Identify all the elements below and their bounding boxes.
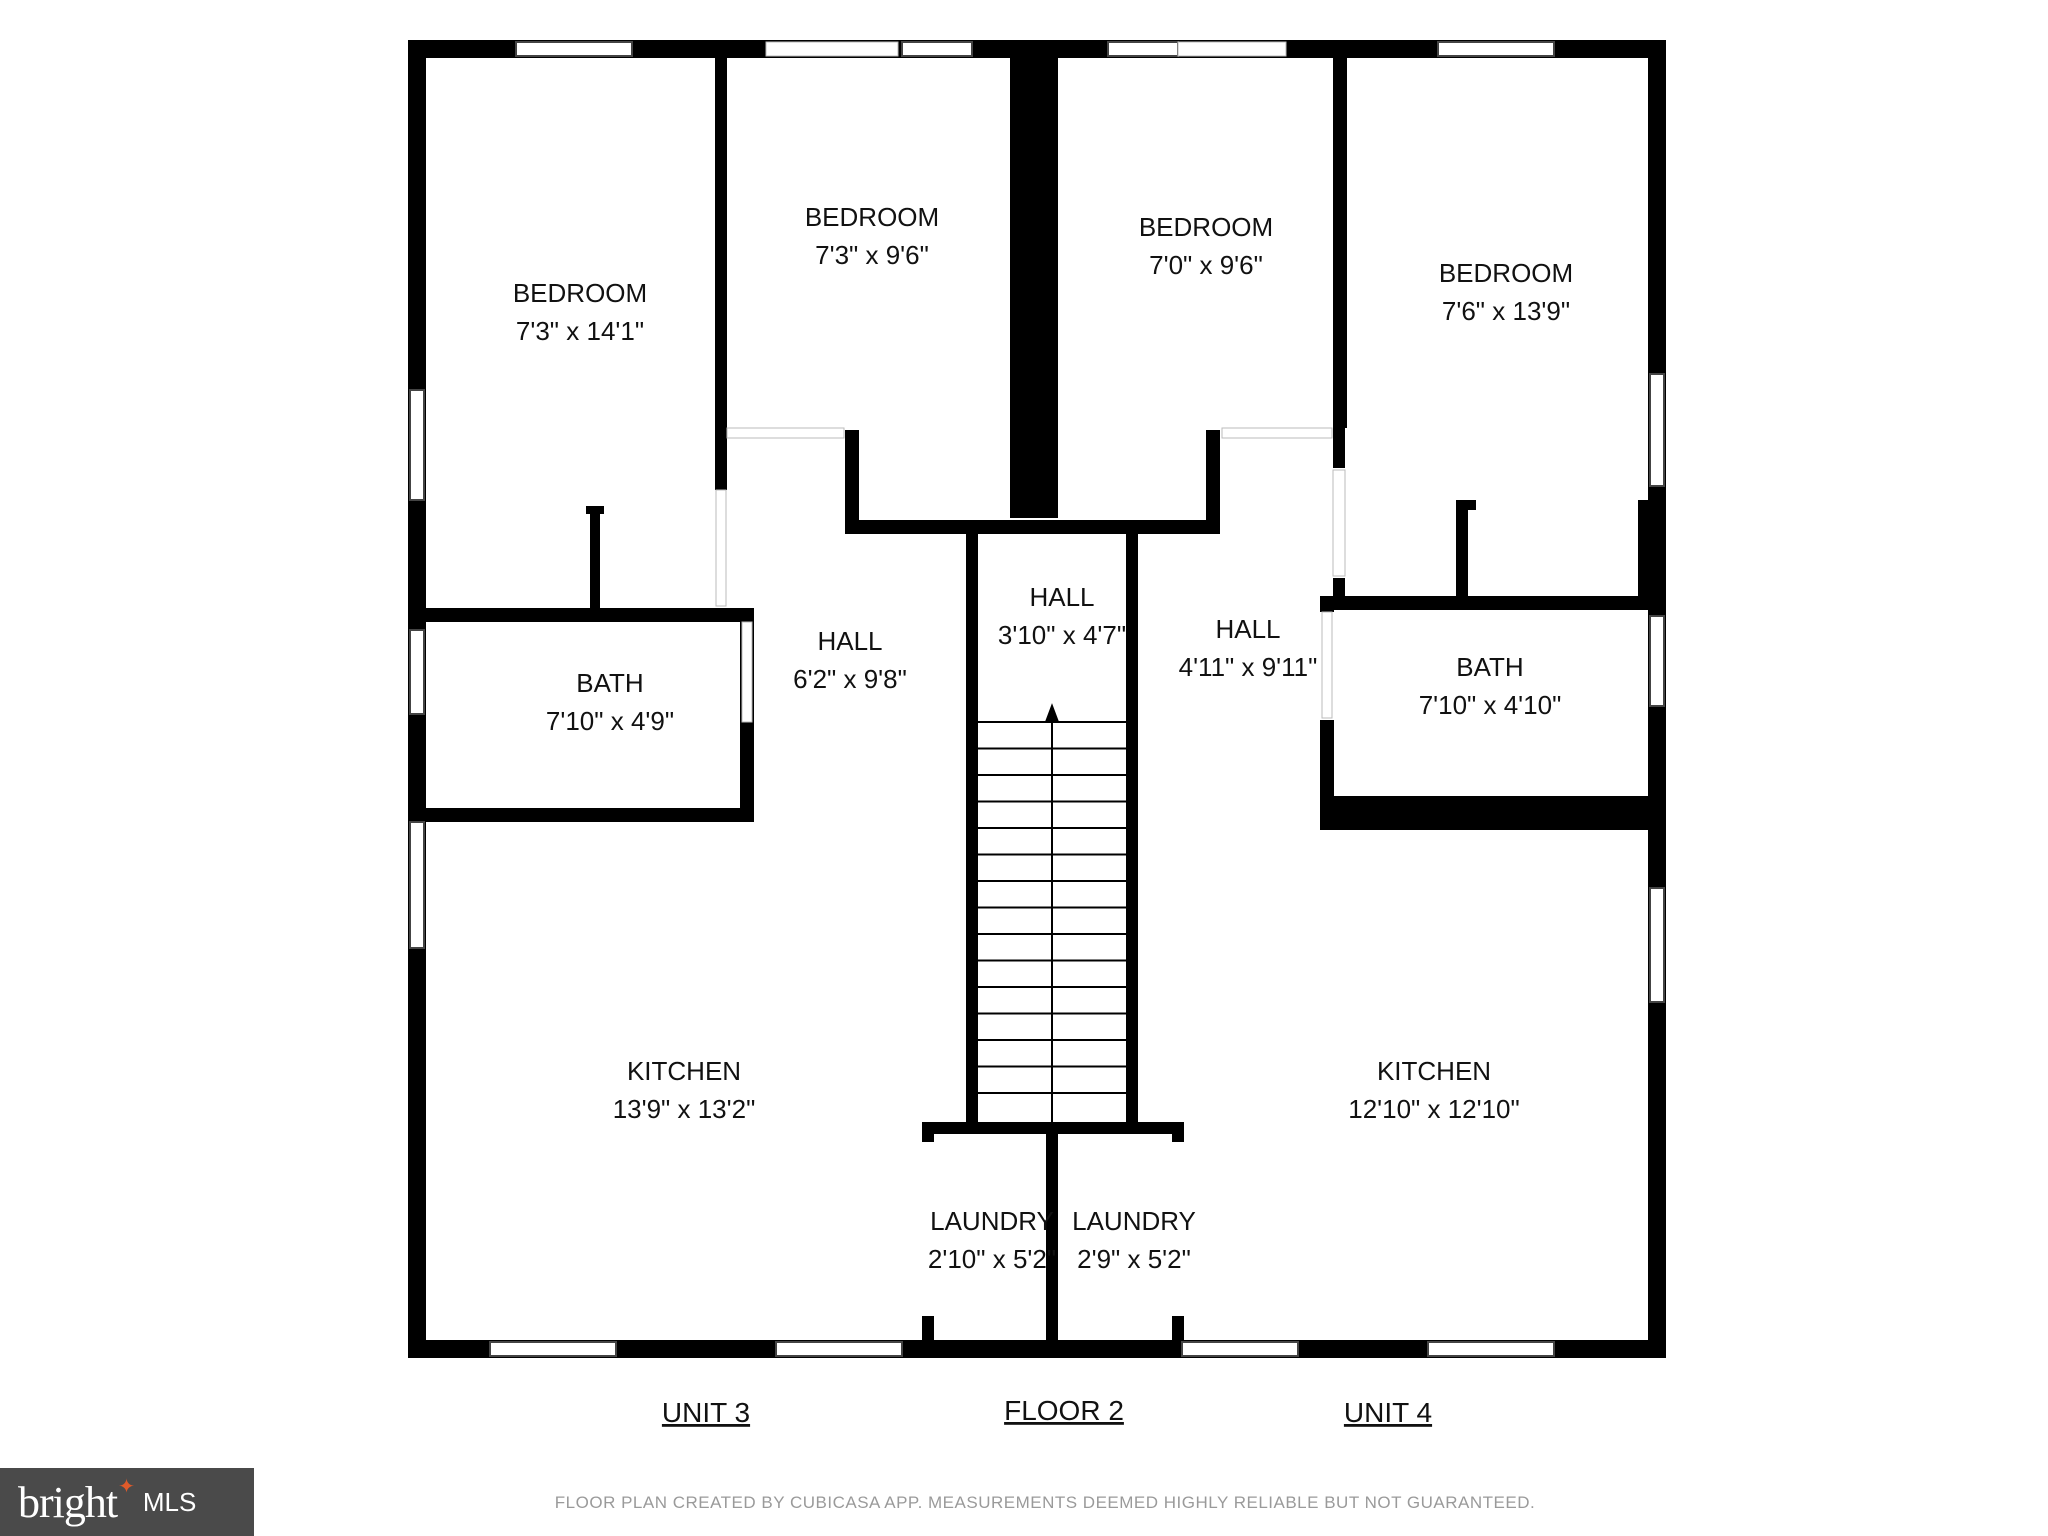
plan-labels: UNIT 3 FLOOR 2 UNIT 4: [662, 1395, 1432, 1428]
room-name-bath-left: BATH: [576, 668, 643, 698]
wall-bed4-closet-cap: [1456, 500, 1476, 510]
wall-bed1-bed2: [715, 58, 727, 430]
wall-closet-bottom: [845, 520, 1220, 534]
room-name-kitchen-left: KITCHEN: [627, 1056, 741, 1086]
room-name-bedroom-4: BEDROOM: [1439, 258, 1573, 288]
wall-bed1-bath: [426, 608, 754, 622]
opening: [726, 427, 845, 439]
room-name-bedroom-3: BEDROOM: [1139, 212, 1273, 242]
room-dim-bedroom-2: 7'3" x 9'6": [815, 240, 929, 270]
window: [515, 41, 633, 57]
outer-wall-top: [408, 40, 1666, 58]
room-dim-bedroom-4: 7'6" x 13'9": [1442, 296, 1570, 326]
wall-bed4-hall-lower: [1333, 578, 1345, 598]
stair-wall-left: [966, 534, 978, 1122]
room-dim-bath-left: 7'10" x 4'9": [546, 706, 674, 736]
wall-bed1-closet: [590, 508, 600, 608]
laundry-wall-left-lower: [922, 1316, 934, 1340]
window: [1649, 887, 1665, 1003]
stair-wall-right: [1126, 534, 1138, 1122]
window: [409, 629, 425, 715]
stair-treads: [978, 721, 1126, 1094]
window: [409, 389, 425, 501]
window: [1649, 373, 1665, 487]
wall-bed1-closet-cap: [586, 506, 604, 514]
openings: [715, 41, 1346, 723]
window: [1107, 41, 1179, 57]
floor-label: FLOOR 2: [1004, 1395, 1124, 1426]
logo-accent-icon: ✦: [118, 1475, 135, 1498]
room-labels: BEDROOM 7'3" x 14'1" BEDROOM 7'3" x 9'6"…: [513, 202, 1573, 1274]
window: [1427, 1341, 1555, 1357]
wall-bed4-hall: [1333, 428, 1345, 468]
opening: [741, 621, 753, 723]
opening: [1321, 611, 1333, 719]
room-dim-hall-left: 6'2" x 9'8": [793, 664, 907, 694]
opening: [1221, 427, 1333, 439]
room-name-hall-center: HALL: [1029, 582, 1094, 612]
room-name-bath-right: BATH: [1456, 652, 1523, 682]
opening: [715, 489, 727, 607]
wall-bed2-closet: [845, 430, 859, 534]
room-name-laundry-right: LAUNDRY: [1072, 1206, 1196, 1236]
room-dim-hall-center: 3'10" x 4'7": [998, 620, 1126, 650]
room-name-laundry-left: LAUNDRY: [930, 1206, 1054, 1236]
window: [489, 1341, 617, 1357]
opening: [1177, 41, 1287, 57]
room-dim-kitchen-right: 12'10" x 12'10": [1348, 1094, 1520, 1124]
logo-brand-text: bright: [18, 1477, 118, 1527]
opening: [1332, 469, 1346, 577]
wall-bed4-closet: [1456, 500, 1468, 600]
laundry-wall-left: [922, 1122, 934, 1142]
wall-bed1-hall: [715, 430, 727, 490]
room-name-hall-left: HALL: [817, 626, 882, 656]
room-dim-bedroom-3: 7'0" x 9'6": [1149, 250, 1263, 280]
unit-4-label: UNIT 4: [1344, 1397, 1432, 1428]
laundry-divider: [1046, 1122, 1058, 1340]
room-name-bedroom-1: BEDROOM: [513, 278, 647, 308]
wall-bed4-bath: [1320, 596, 1648, 610]
bright-mls-logo: bright ✦ MLS: [0, 1468, 254, 1536]
room-dim-laundry-right: 2'9" x 5'2": [1077, 1244, 1191, 1274]
unit-3-label: UNIT 3: [662, 1397, 750, 1428]
room-name-hall-right: HALL: [1215, 614, 1280, 644]
wall-bath-hall-right: [1320, 596, 1334, 612]
room-dim-bath-right: 7'10" x 4'10": [1419, 690, 1562, 720]
wall-bath-kitchen-right: [1320, 796, 1648, 830]
window: [775, 1341, 903, 1357]
wall-bath-right: [1638, 500, 1650, 600]
disclaimer-note: FLOOR PLAN CREATED BY CUBICASA APP. MEAS…: [554, 1493, 1536, 1512]
window: [1181, 1341, 1299, 1357]
wall-bath-kitchen: [426, 808, 754, 822]
logo-suffix-text: MLS: [142, 1486, 197, 1517]
window: [1649, 615, 1665, 707]
room-dim-hall-right: 4'11" x 9'11": [1179, 652, 1318, 682]
opening: [765, 41, 899, 57]
wall-bed3-closet: [1206, 430, 1220, 534]
room-dim-kitchen-left: 13'9" x 13'2": [613, 1094, 756, 1124]
room-name-bedroom-2: BEDROOM: [805, 202, 939, 232]
room-name-kitchen-right: KITCHEN: [1377, 1056, 1491, 1086]
room-dim-bedroom-1: 7'3" x 14'1": [516, 316, 644, 346]
stair-arrow: [1044, 703, 1060, 723]
window: [901, 41, 973, 57]
windows: [409, 41, 1665, 1357]
window: [409, 821, 425, 949]
room-dim-laundry-left: 2'10" x 5'2": [928, 1244, 1056, 1274]
wall-bed3-bed4: [1333, 58, 1347, 428]
laundry-wall-right: [1172, 1122, 1184, 1142]
center-divider: [1010, 58, 1058, 518]
laundry-wall-right-lower: [1172, 1316, 1184, 1340]
outer-wall-bottom: [408, 1340, 1666, 1358]
staircase: [978, 703, 1126, 1122]
window: [1437, 41, 1555, 57]
